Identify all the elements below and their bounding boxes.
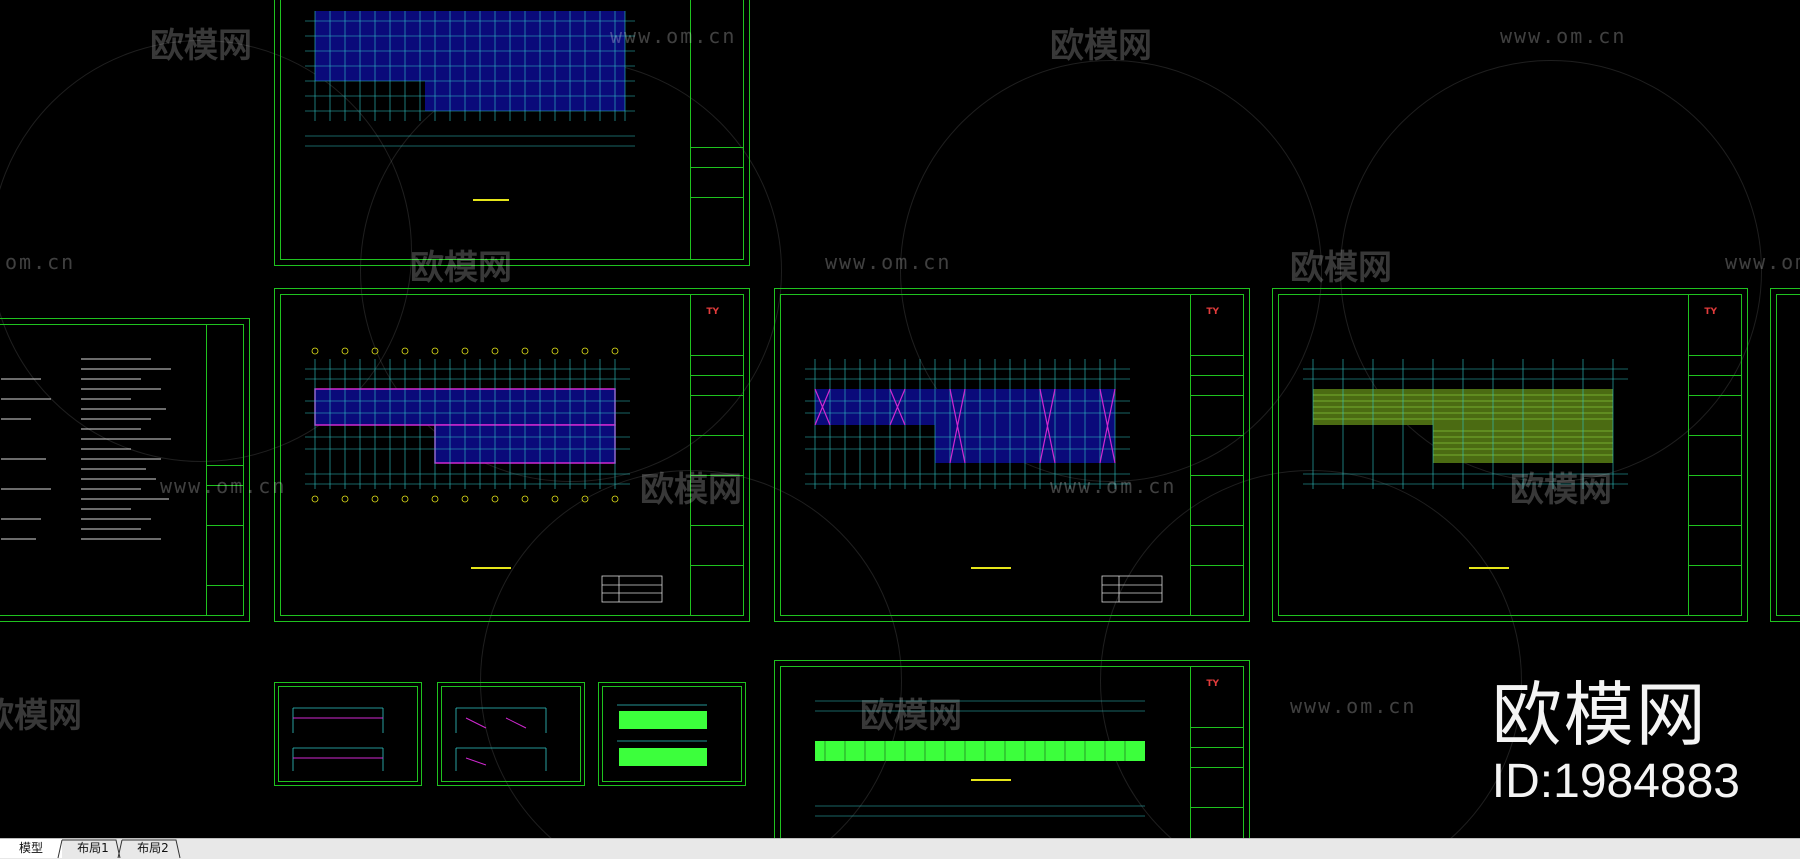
floor-plan-drawing xyxy=(805,359,1130,489)
watermark-url: www.om.cn xyxy=(1500,24,1627,48)
watermark-url: www.om.cn xyxy=(610,24,737,48)
cad-model-space[interactable]: TY TY xyxy=(0,0,1800,838)
title-block-logo: TY xyxy=(1206,307,1219,317)
drawing-sheet-elevation-2[interactable] xyxy=(437,682,585,786)
legend-table xyxy=(601,575,663,603)
drawing-sheet-cropped[interactable] xyxy=(1770,288,1800,622)
drawing-sheet-elevation-1[interactable] xyxy=(274,682,422,786)
elevation-drawing xyxy=(815,700,1145,817)
legend-table xyxy=(1101,575,1163,603)
watermark-brand: 欧模网 xyxy=(640,470,742,510)
design-notes-text xyxy=(1,358,171,540)
watermark-brand: 欧模网 xyxy=(1510,470,1612,510)
watermark-circle xyxy=(1340,60,1762,482)
tab-layout-2[interactable]: 布局2 xyxy=(137,841,169,855)
tab-outline xyxy=(57,839,181,859)
watermark-brand: 欧模网 xyxy=(1290,248,1392,288)
brand-overlay: 欧模网 ID:1984883 xyxy=(1492,676,1740,808)
floor-plan-drawing xyxy=(305,347,630,503)
watermark-url: www.om.cn xyxy=(1050,474,1177,498)
floor-plan-drawing xyxy=(1303,359,1628,489)
floor-plan-drawing xyxy=(305,11,635,147)
brand-id: ID:1984883 xyxy=(1491,755,1740,808)
watermark-circle xyxy=(900,60,1322,482)
elevation-drawing xyxy=(617,704,707,766)
elevation-drawing xyxy=(292,707,384,771)
tab-layout-1[interactable]: 布局1 xyxy=(77,841,109,855)
watermark-brand: 欧模网 xyxy=(410,248,512,288)
drawing-sheet-plan-3[interactable]: TY xyxy=(1272,288,1748,622)
brand-title: 欧模网 xyxy=(1491,674,1708,756)
drawing-sheet-elevation-long[interactable]: TY xyxy=(774,660,1250,838)
watermark-brand: 欧模网 xyxy=(150,26,252,66)
tab-model[interactable]: 模型 xyxy=(0,839,62,858)
drawing-sheet-plan-1[interactable]: TY xyxy=(274,288,750,622)
watermark-url: www.om.cn xyxy=(1725,250,1800,274)
watermark-brand: 欧模网 xyxy=(1050,26,1152,66)
drawing-sheet-notes[interactable] xyxy=(0,318,250,622)
watermark-url: om.cn xyxy=(5,250,76,274)
watermark-url: www.om.cn xyxy=(160,474,287,498)
watermark-brand: 欧模网 xyxy=(860,696,962,736)
watermark-brand: 欧模网 xyxy=(0,696,82,736)
title-block-logo: TY xyxy=(706,307,719,317)
title-block-logo: TY xyxy=(1206,679,1219,689)
watermark-url: www.om.cn xyxy=(825,250,952,274)
drawing-sheet-plan-2[interactable]: TY xyxy=(774,288,1250,622)
title-block-logo: TY xyxy=(1704,307,1717,317)
watermark-url: www.om.cn xyxy=(1290,694,1417,718)
drawing-sheet-elevation-3[interactable] xyxy=(598,682,746,786)
layout-tab-bar: 模型 布局1 布局2 xyxy=(0,838,1800,859)
drawing-sheet-top[interactable] xyxy=(274,0,750,266)
elevation-drawing xyxy=(455,707,547,771)
